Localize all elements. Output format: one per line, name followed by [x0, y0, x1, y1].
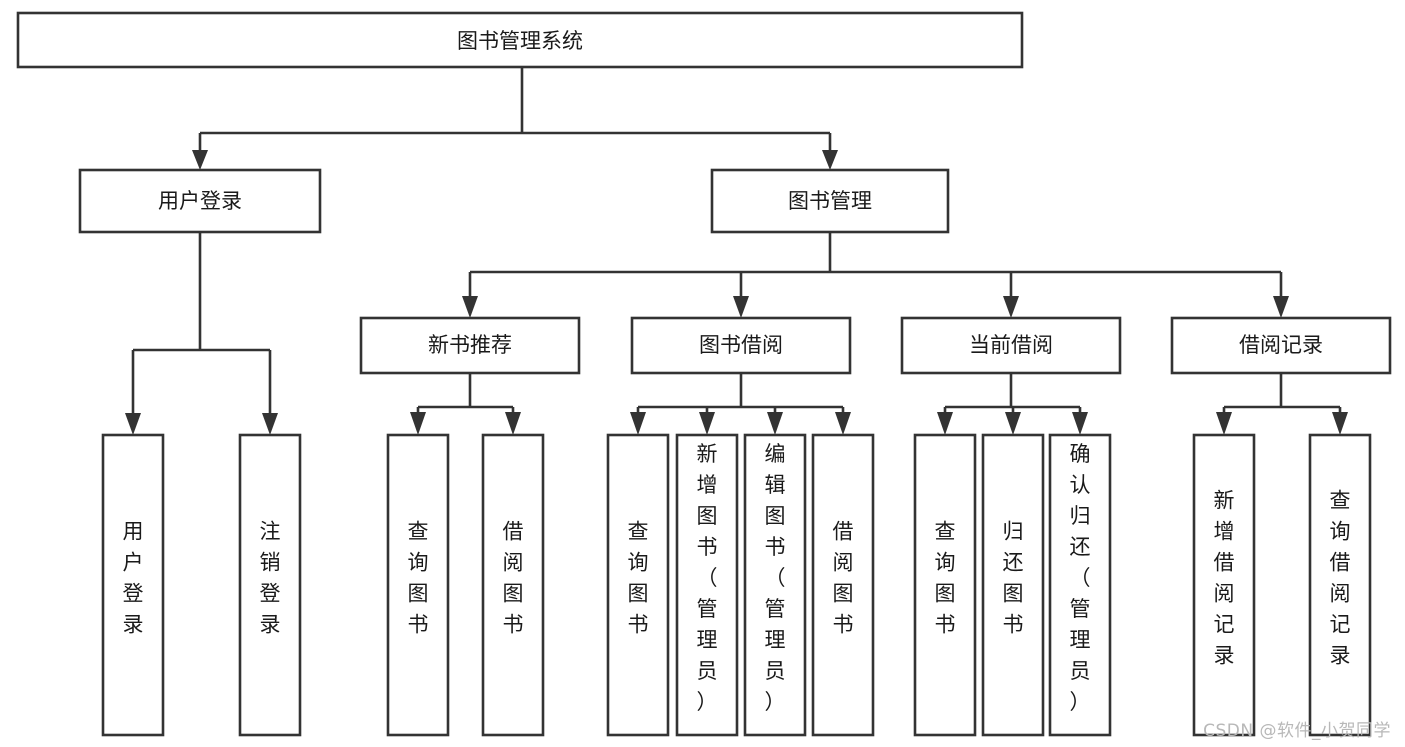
node-root-label: 图书管理系统	[457, 29, 583, 53]
leaf-user-logout-label: 注销登录	[260, 520, 281, 637]
arrowhead-recommend-leaf-2	[505, 412, 521, 435]
leaf-query-book-1[interactable]: 查询图书	[386, 433, 450, 737]
node-new-book-recommend-label: 新书推荐	[428, 333, 512, 357]
leaf-query-book-2-box[interactable]	[606, 433, 670, 737]
leaf-borrow-book-2-box[interactable]	[811, 433, 875, 737]
node-current-borrow-box[interactable]	[900, 316, 1122, 375]
node-book-borrow[interactable]: 图书借阅	[630, 316, 852, 375]
node-user-login-label: 用户登录	[158, 189, 242, 213]
leaf-query-book-1-label: 查询图书	[408, 520, 429, 637]
arrowhead-borrow-leaf-3	[767, 412, 783, 435]
arrowhead-current-borrow	[1003, 296, 1019, 318]
node-book-manage-label: 图书管理	[788, 189, 872, 213]
leaf-query-book-3-label: 查询图书	[935, 520, 956, 637]
leaf-add-book-label: 新增图书（管理员）	[697, 442, 718, 714]
node-new-book-recommend[interactable]: 新书推荐	[359, 316, 581, 375]
arrowhead-current-leaf-3	[1072, 412, 1088, 435]
arrowhead-current-leaf-2	[1005, 412, 1021, 435]
leaf-query-book-1-box[interactable]	[386, 433, 450, 737]
node-user-login[interactable]: 用户登录	[78, 168, 322, 234]
leaf-user-logout-box[interactable]	[238, 433, 302, 737]
arrowhead-recommend-leaf-1	[410, 412, 426, 435]
leaf-query-book-3[interactable]: 查询图书	[913, 433, 977, 737]
node-book-manage-box[interactable]	[710, 168, 950, 234]
edge-layer	[125, 67, 1348, 435]
leaf-user-login-box[interactable]	[101, 433, 165, 737]
leaf-query-book-2-label: 查询图书	[628, 520, 649, 637]
leaf-query-record-label: 查询借阅记录	[1330, 489, 1351, 668]
leaf-confirm-return[interactable]: 确认归还（管理员）	[1048, 433, 1112, 737]
arrowhead-current-leaf-1	[937, 412, 953, 435]
leaf-add-record[interactable]: 新增借阅记录	[1192, 433, 1256, 737]
arrowhead-root-to-book-manage	[822, 150, 838, 170]
arrowhead-new-book-recommend	[462, 296, 478, 318]
arrowhead-record-leaf-2	[1332, 412, 1348, 435]
arrowhead-borrow-leaf-4	[835, 412, 851, 435]
node-current-borrow[interactable]: 当前借阅	[900, 316, 1122, 375]
arrowhead-user-login-leaf-2	[262, 413, 278, 435]
leaf-return-book-label: 归还图书	[1003, 520, 1024, 637]
arrowhead-user-login-leaf-1	[125, 413, 141, 435]
node-root[interactable]: 图书管理系统	[16, 11, 1024, 69]
node-root-box[interactable]	[16, 11, 1024, 69]
arrowhead-record-leaf-1	[1216, 412, 1232, 435]
node-book-manage[interactable]: 图书管理	[710, 168, 950, 234]
leaf-user-logout[interactable]: 注销登录	[238, 433, 302, 737]
leaf-add-record-label: 新增借阅记录	[1214, 489, 1235, 668]
leaf-confirm-return-label: 确认归还（管理员）	[1070, 442, 1091, 714]
leaf-user-login[interactable]: 用户登录	[101, 433, 165, 737]
arrowhead-borrow-leaf-1	[630, 412, 646, 435]
leaf-query-record-box[interactable]	[1308, 433, 1372, 737]
leaf-query-book-3-box[interactable]	[913, 433, 977, 737]
arrowhead-book-borrow	[733, 296, 749, 318]
node-borrow-record-label: 借阅记录	[1239, 333, 1323, 357]
arrowhead-borrow-record	[1273, 296, 1289, 318]
arrowhead-borrow-leaf-2	[699, 412, 715, 435]
leaf-borrow-book-2-label: 借阅图书	[833, 520, 854, 637]
node-book-borrow-box[interactable]	[630, 316, 852, 375]
leaf-edit-book-box[interactable]	[743, 433, 807, 737]
leaf-confirm-return-box[interactable]	[1048, 433, 1112, 737]
node-borrow-record[interactable]: 借阅记录	[1170, 316, 1392, 375]
leaf-user-login-label: 用户登录	[123, 520, 144, 637]
leaf-borrow-book-1-box[interactable]	[481, 433, 545, 737]
leaf-add-record-box[interactable]	[1192, 433, 1256, 737]
leaf-return-book-box[interactable]	[981, 433, 1045, 737]
leaf-add-book[interactable]: 新增图书（管理员）	[675, 433, 739, 737]
arrowhead-root-to-user-login	[192, 150, 208, 170]
leaf-return-book[interactable]: 归还图书	[981, 433, 1045, 737]
leaf-edit-book[interactable]: 编辑图书（管理员）	[743, 433, 807, 737]
leaf-node-group: 用户登录 注销登录 查询图书 借阅图书 查询图书 新增图书（管理员）	[101, 433, 1372, 737]
leaf-query-book-2[interactable]: 查询图书	[606, 433, 670, 737]
node-new-book-recommend-box[interactable]	[359, 316, 581, 375]
leaf-borrow-book-2[interactable]: 借阅图书	[811, 433, 875, 737]
leaf-edit-book-label: 编辑图书（管理员）	[765, 442, 786, 714]
leaf-add-book-box[interactable]	[675, 433, 739, 737]
leaf-query-record[interactable]: 查询借阅记录	[1308, 433, 1372, 737]
leaf-borrow-book-1[interactable]: 借阅图书	[481, 433, 545, 737]
node-user-login-box[interactable]	[78, 168, 322, 234]
node-book-borrow-label: 图书借阅	[699, 333, 783, 357]
leaf-borrow-book-1-label: 借阅图书	[503, 520, 524, 637]
node-current-borrow-label: 当前借阅	[969, 333, 1053, 357]
node-borrow-record-box[interactable]	[1170, 316, 1392, 375]
